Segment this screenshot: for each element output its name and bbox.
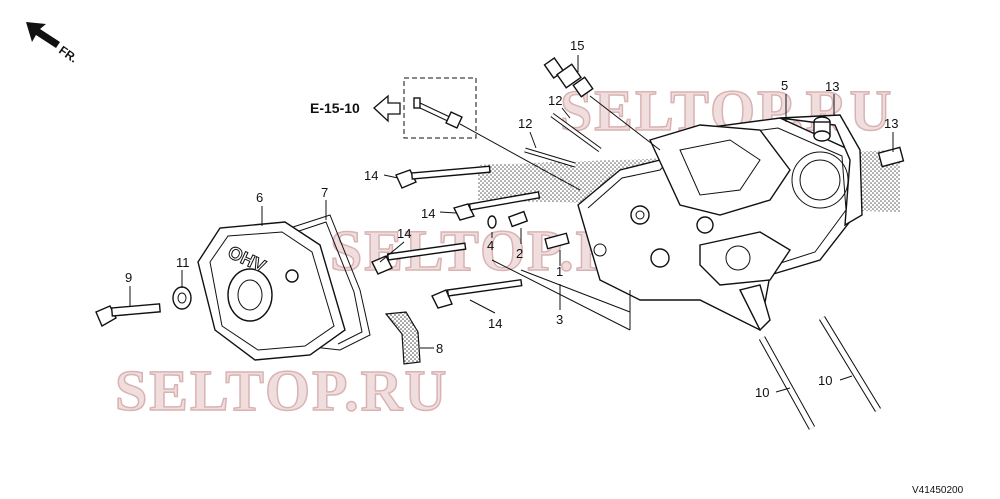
diagram-code: V41450200 (912, 485, 964, 496)
front-arrow-icon (26, 22, 60, 48)
reference-arrow-icon (373, 94, 401, 123)
through-stud-2 (819, 316, 881, 412)
callout-12-upper: 12 (548, 93, 562, 108)
valve-guide-pin (544, 232, 570, 250)
callout-6: 6 (256, 190, 263, 205)
head-gasket (779, 114, 863, 227)
callout-10-left: 10 (755, 385, 769, 400)
callout-10-right: 10 (818, 373, 832, 388)
watermark-bottom: SELTOP.RU (115, 358, 448, 423)
callout-14-b: 14 (421, 206, 435, 221)
callout-13-right: 13 (884, 116, 898, 131)
callout-7: 7 (321, 185, 328, 200)
callout-8: 8 (436, 341, 443, 356)
spark-plug (543, 57, 661, 151)
flange-bolt-1 (395, 165, 491, 189)
flange-bolt-3 (371, 242, 467, 275)
callout-15: 15 (570, 38, 584, 53)
dowel-pin-small (507, 210, 529, 228)
callout-1: 1 (556, 264, 563, 279)
dowel-pin-upper (813, 116, 831, 142)
callout-4: 4 (487, 238, 494, 253)
callout-14-a: 14 (364, 168, 378, 183)
flange-bolt-4 (431, 278, 523, 309)
callout-11: 11 (176, 255, 190, 270)
watermark-top: SELTOP.RU (560, 78, 893, 143)
head-cover: OHV (197, 221, 346, 361)
callout-9: 9 (125, 270, 132, 285)
cover-gasket (289, 214, 371, 351)
stud-bolt-upper (550, 112, 602, 153)
reference-label: E-15-10 (310, 100, 360, 116)
breather-bolt (413, 97, 463, 129)
cylinder-head (577, 117, 856, 332)
breather-tube (384, 311, 421, 365)
cover-bolt (95, 303, 161, 327)
stud-bolt-lower (524, 147, 576, 168)
callout-14-c: 14 (397, 226, 411, 241)
callout-3: 3 (556, 312, 563, 327)
front-label: FR. (56, 43, 80, 66)
dowel-pin-right (877, 146, 905, 168)
flange-bolt-2 (452, 191, 541, 221)
callout-2: 2 (516, 246, 523, 261)
callout-5: 5 (781, 78, 788, 93)
reference-dashed-box (403, 77, 477, 139)
callout-14-d: 14 (488, 316, 502, 331)
sealing-washer (172, 286, 192, 310)
through-stud-1 (758, 336, 816, 430)
callout-13-upper: 13 (825, 79, 839, 94)
callout-12-lower: 12 (518, 116, 532, 131)
o-ring (487, 215, 497, 229)
